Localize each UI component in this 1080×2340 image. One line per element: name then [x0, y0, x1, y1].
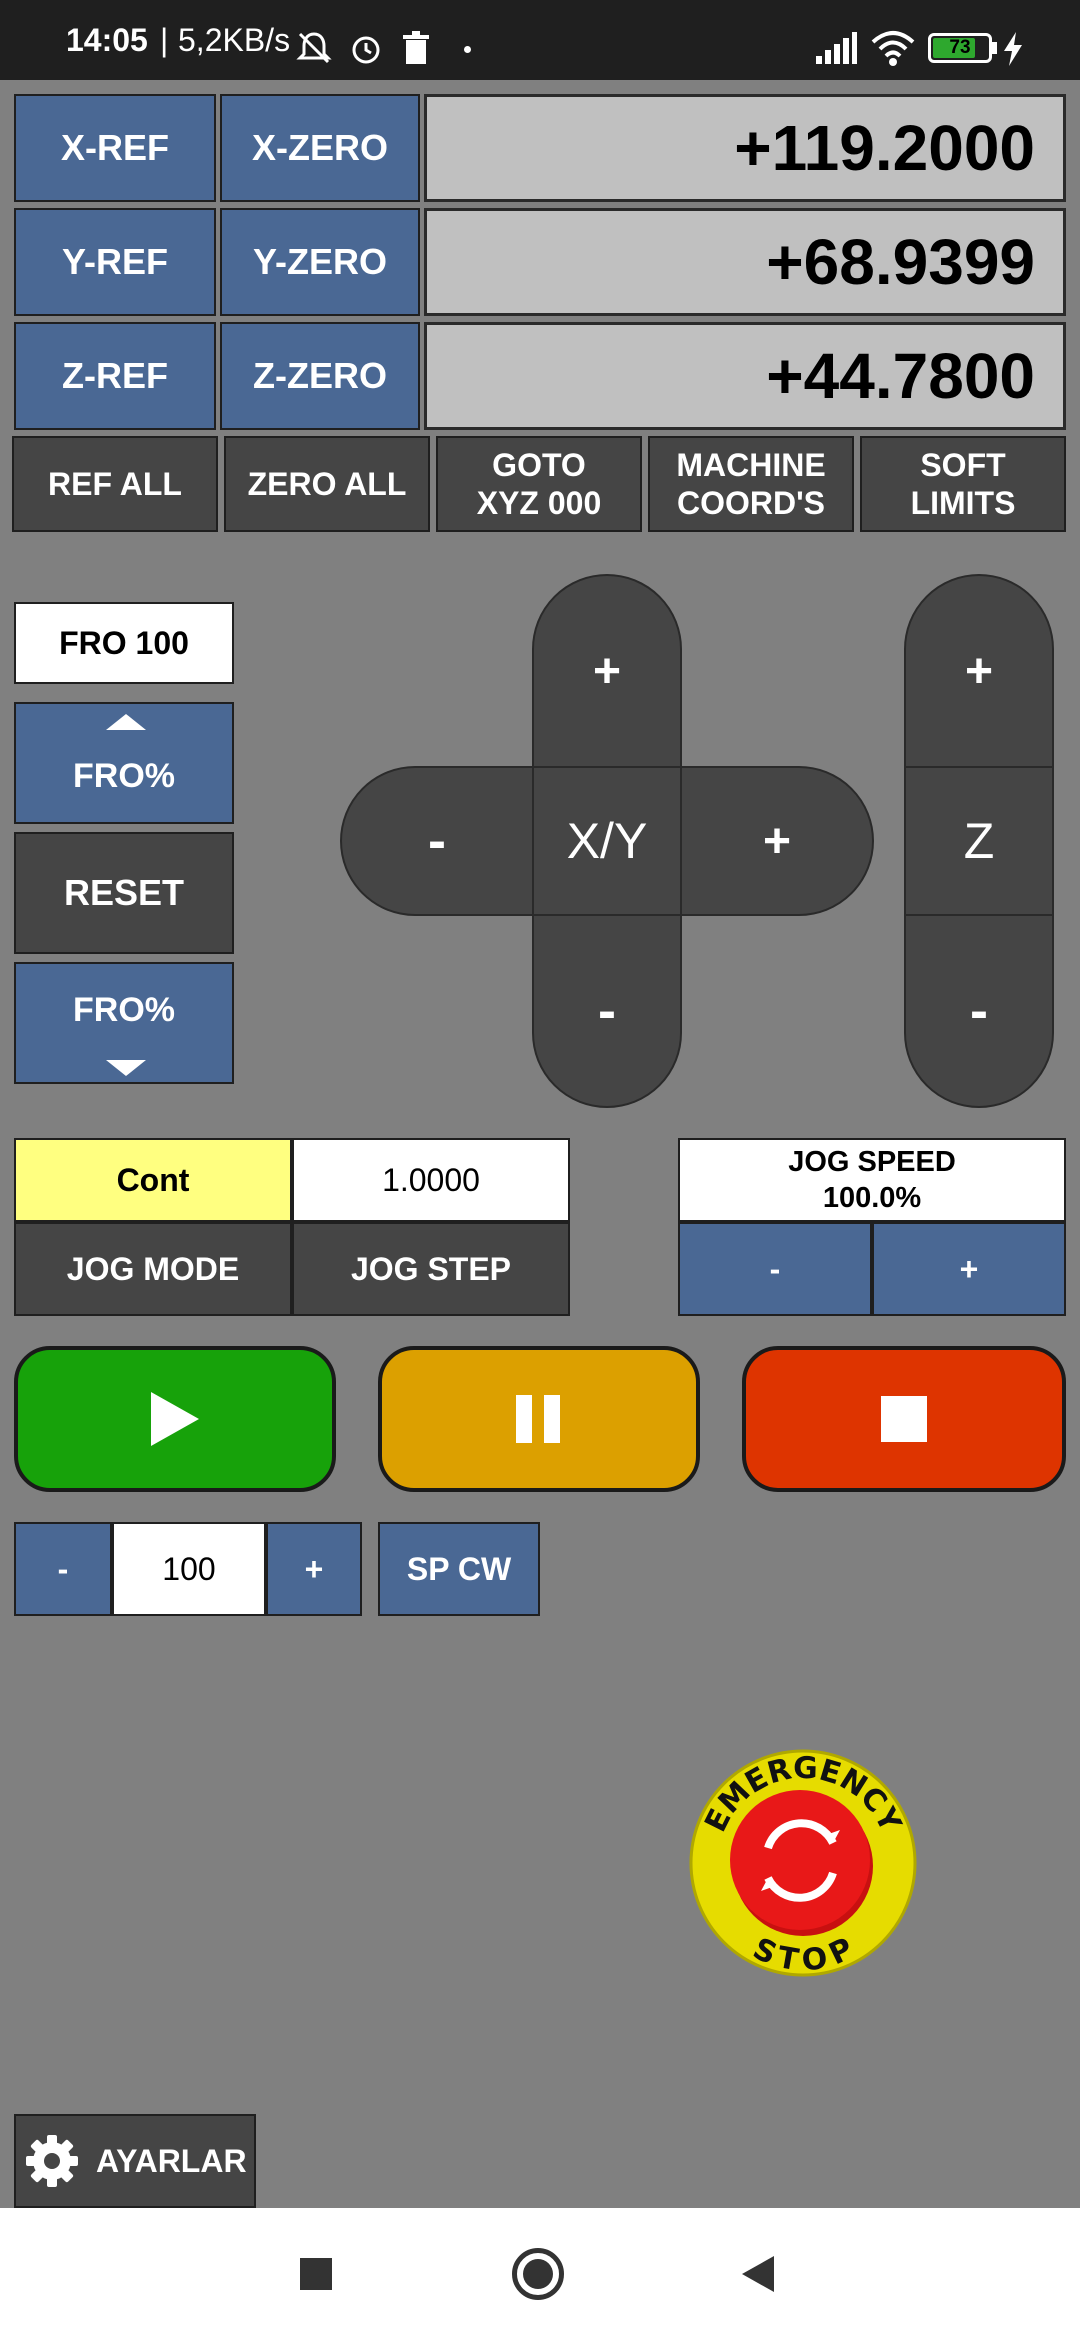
machine-coords-button[interactable]: MACHINE COORD'S: [648, 436, 854, 532]
recent-apps-icon[interactable]: [300, 2258, 332, 2290]
spindle-direction-button[interactable]: SP CW: [378, 1522, 540, 1616]
y-position-display: +68.9399: [424, 208, 1066, 316]
settings-button[interactable]: AYARLAR: [14, 2114, 256, 2208]
jog-z-label: Z: [904, 766, 1054, 916]
jog-y-minus-button[interactable]: -: [532, 914, 682, 1108]
stop-button[interactable]: [742, 1346, 1066, 1492]
jog-x-plus-button[interactable]: +: [680, 766, 874, 916]
arrow-up-icon: [106, 714, 146, 730]
fro-display: FRO 100: [14, 602, 234, 684]
emergency-stop-button[interactable]: EMERGENCY STOP: [688, 1748, 918, 1979]
settings-label: AYARLAR: [96, 2142, 247, 2179]
home-icon[interactable]: [512, 2248, 564, 2300]
status-bar: 14:05 | 5,2KB/s 73: [0, 0, 1080, 80]
jog-x-minus-button[interactable]: -: [340, 766, 534, 916]
alarm-icon: [352, 36, 380, 64]
navigation-bar: [0, 2208, 1080, 2340]
fro-down-button[interactable]: FRO%: [14, 962, 234, 1084]
fro-down-label: FRO%: [73, 990, 175, 1029]
jog-speed-value: 100.0%: [822, 1182, 922, 1214]
cycle-start-button[interactable]: [14, 1346, 336, 1492]
pause-icon: [516, 1395, 560, 1443]
fro-reset-button[interactable]: RESET: [14, 832, 234, 954]
bell-off-icon: [296, 32, 332, 64]
jog-xy-label: X/Y: [532, 766, 682, 916]
wifi-icon: [871, 31, 915, 66]
jog-z-plus-button[interactable]: +: [904, 574, 1054, 768]
status-time: 14:05: [66, 22, 148, 58]
x-ref-button[interactable]: X-REF: [14, 94, 216, 202]
x-zero-button[interactable]: X-ZERO: [220, 94, 420, 202]
soft-limits-button[interactable]: SOFT LIMITS: [860, 436, 1066, 532]
z-zero-button[interactable]: Z-ZERO: [220, 322, 420, 430]
spindle-minus-button[interactable]: -: [14, 1522, 112, 1616]
signal-icon: [816, 32, 857, 64]
spindle-speed-display: 100: [112, 1522, 266, 1616]
play-icon: [151, 1392, 199, 1446]
jog-z-minus-button[interactable]: -: [904, 914, 1054, 1108]
x-position-display: +119.2000: [424, 94, 1066, 202]
fro-up-button[interactable]: FRO%: [14, 702, 234, 824]
goto-xyz-000-button[interactable]: GOTO XYZ 000: [436, 436, 642, 532]
gear-icon: [26, 2135, 78, 2187]
y-zero-button[interactable]: Y-ZERO: [220, 208, 420, 316]
battery-level: 73: [949, 37, 971, 58]
jog-speed-minus-button[interactable]: -: [678, 1222, 872, 1316]
y-ref-button[interactable]: Y-REF: [14, 208, 216, 316]
jog-y-plus-button[interactable]: +: [532, 574, 682, 768]
fro-up-label: FRO%: [73, 756, 175, 795]
charging-icon: [1004, 32, 1022, 66]
stop-icon: [881, 1396, 927, 1442]
jog-mode-value: Cont: [14, 1138, 292, 1222]
arrow-down-icon: [106, 1060, 146, 1076]
emergency-stop-icon: EMERGENCY STOP: [689, 1749, 917, 1979]
z-ref-button[interactable]: Z-REF: [14, 322, 216, 430]
trash-icon: [403, 31, 429, 64]
battery-icon: 73: [928, 33, 992, 63]
jog-speed-display: JOG SPEED 100.0%: [678, 1138, 1066, 1222]
z-position-display: +44.7800: [424, 322, 1066, 430]
back-icon[interactable]: [740, 2254, 776, 2294]
status-net-speed: 5,2KB/s: [178, 22, 291, 58]
jog-step-button[interactable]: JOG STEP: [292, 1222, 570, 1316]
zero-all-button[interactable]: ZERO ALL: [224, 436, 430, 532]
jog-step-value: 1.0000: [292, 1138, 570, 1222]
jog-mode-button[interactable]: JOG MODE: [14, 1222, 292, 1316]
ref-all-button[interactable]: REF ALL: [12, 436, 218, 532]
jog-speed-plus-button[interactable]: +: [872, 1222, 1066, 1316]
spindle-plus-button[interactable]: +: [266, 1522, 362, 1616]
jog-speed-label: JOG SPEED: [788, 1146, 956, 1178]
feed-hold-button[interactable]: [378, 1346, 700, 1492]
